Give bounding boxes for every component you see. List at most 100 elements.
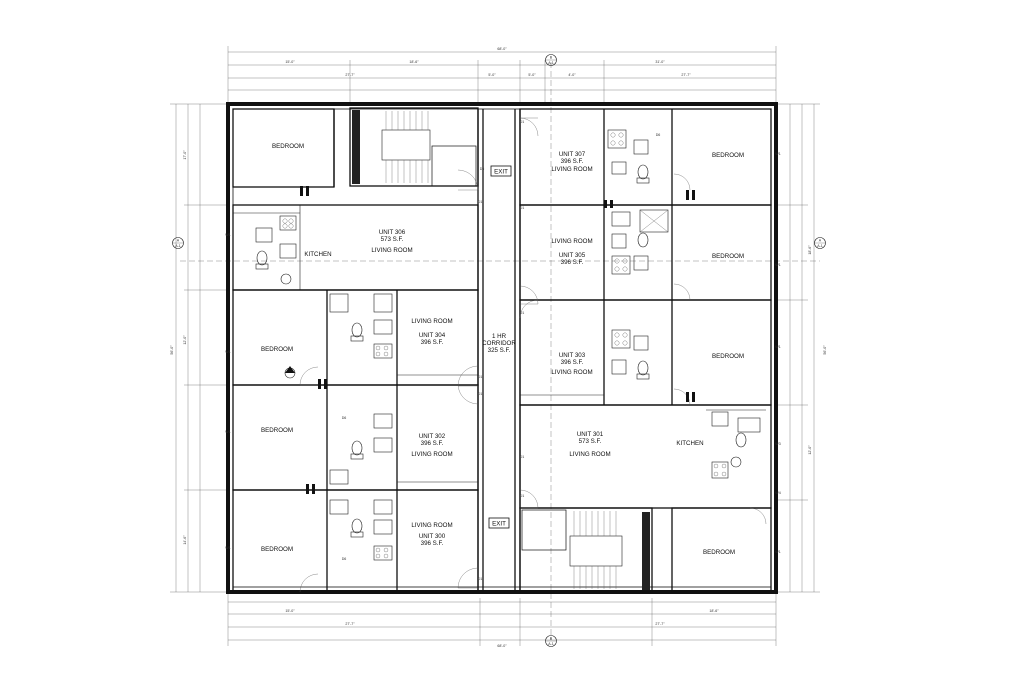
dimension-labels: 68'-0" 15'-0" 18'-6" 31'-0" 27'-7" 5'-0"… <box>170 47 827 648</box>
kitchen-label: KITCHEN <box>304 251 331 258</box>
dim-bottom-4: 18'-6" <box>709 609 719 613</box>
dim-right-total: 56'-0" <box>823 345 827 355</box>
exit-label: EXIT <box>492 521 506 528</box>
dim-left-a: 17'-0" <box>183 150 187 160</box>
dim-top-2: 18'-6" <box>409 60 419 64</box>
section-mark-letter: A <box>177 239 180 243</box>
window-tag: W1 <box>225 430 230 434</box>
window-tag: W1 <box>775 345 780 349</box>
window-tags: W1 W1 W1 W1 W1 W1 W1 W3 W4 W1 <box>225 152 780 554</box>
door-tag: D6 <box>480 167 485 171</box>
stair-north <box>349 107 479 187</box>
section-marker-bottom: B A-1 <box>545 635 557 647</box>
section-mark-letter: B <box>550 56 553 60</box>
unit-301-area-label: 573 S.F. <box>579 438 602 445</box>
bedroom-label: BEDROOM <box>261 546 293 553</box>
door-tag: D1 <box>478 200 483 204</box>
dim-right-b: 12'-0" <box>808 445 812 455</box>
section-mark-sheet: A-1 <box>175 244 181 248</box>
dim-overall-top: 68'-0" <box>497 47 507 51</box>
room-labels: BEDROOM UNIT 306 573 S.F. LIVING ROOM KI… <box>261 143 744 556</box>
kitchen-label: KITCHEN <box>676 440 703 447</box>
bedroom-label: BEDROOM <box>261 346 293 353</box>
section-mark-sheet: A-1 <box>548 61 554 65</box>
dim-right-a: 18'-6" <box>808 245 812 255</box>
dim-left-total: 56'-0" <box>170 345 174 355</box>
living-room-label: LIVING ROOM <box>411 522 452 529</box>
unit-301-label: UNIT 301 <box>577 431 604 438</box>
door-tag: D1 <box>478 577 483 581</box>
living-room-label: LIVING ROOM <box>569 451 610 458</box>
living-room-label: LIVING ROOM <box>411 318 452 325</box>
dim-overall-bottom: 68'-0" <box>497 644 507 648</box>
dimension-lines <box>170 46 820 646</box>
section-marker-top: B A-1 <box>545 54 557 66</box>
living-room-label: LIVING ROOM <box>371 247 412 254</box>
door-swings <box>299 117 767 593</box>
unit-306-area-label: 573 S.F. <box>381 236 404 243</box>
corridor-area-label: 325 S.F. <box>488 347 511 354</box>
dim-top-4: 27'-7" <box>345 73 355 77</box>
dim-bottom-3: 15'-0" <box>285 609 295 613</box>
detail-marker <box>284 366 296 379</box>
bedroom-label: BEDROOM <box>712 353 744 360</box>
bedroom-label: BEDROOM <box>261 427 293 434</box>
wall-details <box>300 186 695 494</box>
window-tag: W1 <box>225 350 230 354</box>
door-tag: D1 <box>520 206 525 210</box>
dim-bottom-1: 27'-7" <box>345 622 355 626</box>
unit-305-label: UNIT 305 <box>559 252 586 259</box>
bedroom-label: BEDROOM <box>272 143 304 150</box>
unit-303-label: UNIT 303 <box>559 352 586 359</box>
unit-300-area <box>232 489 479 593</box>
door-tag: D6 <box>656 133 661 137</box>
living-room-label: LIVING ROOM <box>551 238 592 245</box>
unit-307-area-label: 396 S.F. <box>561 158 584 165</box>
window-tag: W1 <box>225 233 230 237</box>
window-tag: W1 <box>225 546 230 550</box>
dim-top-5: 5'-0" <box>488 73 496 77</box>
door-tag: D1 <box>520 311 525 315</box>
stair-south <box>519 507 653 593</box>
bedroom-southeast-area <box>671 507 772 593</box>
dim-top-1: 15'-0" <box>285 60 295 64</box>
unit-302-label: UNIT 302 <box>419 433 446 440</box>
door-tags: D1 D1 D1 D1 D1 D1 D1 D1 D1 D6 D6 D6 D6 <box>342 120 661 581</box>
dim-top-7: 4'-0" <box>568 73 576 77</box>
unit-302-area-label: 396 S.F. <box>421 440 444 447</box>
bedroom-label: BEDROOM <box>712 152 744 159</box>
section-mark-letter: B <box>550 637 553 641</box>
bedroom-label: BEDROOM <box>703 549 735 556</box>
section-marker-left: A A-1 <box>172 237 184 249</box>
corridor-label: CORRIDOR <box>482 340 516 347</box>
unit-301-area <box>519 404 772 509</box>
exit-sign-north: EXIT <box>490 165 512 177</box>
living-room-label: LIVING ROOM <box>411 451 452 458</box>
door-tag: D1 <box>520 120 525 124</box>
window-tag: W1 <box>775 263 780 267</box>
door-tag: D1 <box>520 455 525 459</box>
window-tag: W1 <box>775 152 780 156</box>
bedroom-label: BEDROOM <box>712 253 744 260</box>
exit-label: EXIT <box>494 169 508 176</box>
dim-left-b: 12'-0" <box>183 335 187 345</box>
dim-top-8: 27'-7" <box>681 73 691 77</box>
dim-left-c: 14'-6" <box>183 535 187 545</box>
unit-304-label: UNIT 304 <box>419 332 446 339</box>
section-mark-sheet: A-1 <box>548 642 554 646</box>
dim-top-6: 5'-0" <box>528 73 536 77</box>
unit-306-label: UNIT 306 <box>379 229 406 236</box>
section-marker-right: A A-1 <box>814 237 826 249</box>
door-tag: D6 <box>342 416 347 420</box>
section-mark-letter: A <box>819 239 822 243</box>
window-tag: W1 <box>775 550 780 554</box>
door-tag: D6 <box>342 557 347 561</box>
living-room-label: LIVING ROOM <box>551 369 592 376</box>
exit-sign-south: EXIT <box>488 517 510 529</box>
dim-bottom-2: 27'-7" <box>655 622 665 626</box>
unit-307-label: UNIT 307 <box>559 151 586 158</box>
door-tag: D1 <box>478 392 483 396</box>
unit-305-area-label: 396 S.F. <box>561 259 584 266</box>
door-tag: D1 <box>478 375 483 379</box>
